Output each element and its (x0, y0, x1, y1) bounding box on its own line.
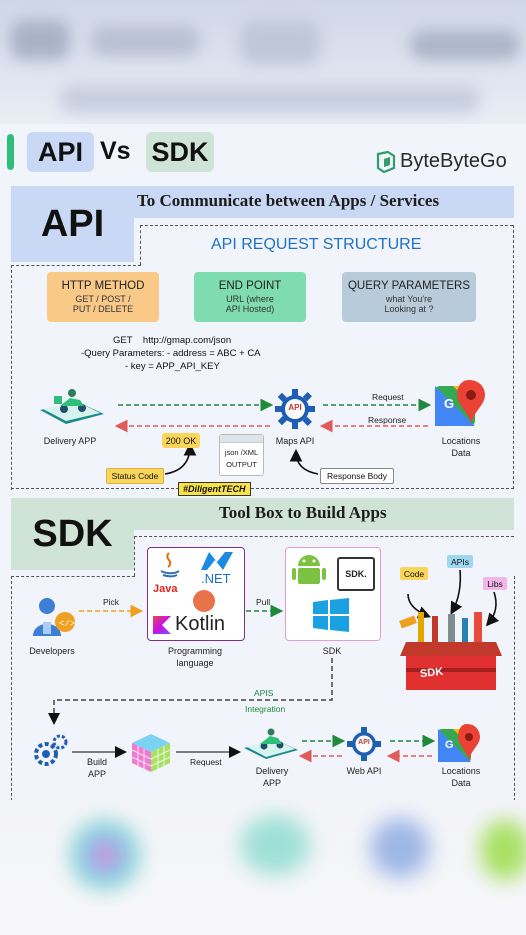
build-app-line1: Build (86, 757, 107, 767)
java-label: Java (153, 583, 178, 595)
sdk-card-label: SDK. (345, 569, 367, 579)
blurred-header-background (0, 0, 526, 124)
apis-tag: APIs (447, 555, 473, 568)
http-method-line1: GET / POST / (75, 294, 131, 304)
delivery-app-bottom-line2: APP (262, 778, 281, 788)
output-window: json /XML OUTPUT (219, 434, 264, 476)
maps-api-label: Maps API (275, 436, 315, 446)
web-api-badge: API (358, 739, 370, 746)
api-subtitle: To Communicate between Apps / Services (137, 191, 440, 210)
end-point-title: END POINT (218, 280, 282, 292)
api-frame-left (11, 265, 12, 490)
windows-icon (313, 598, 349, 632)
toolbox-icon: SDK (398, 612, 504, 692)
api-frame-mid (11, 265, 141, 266)
toolbox-label: SDK (419, 665, 444, 681)
svg-text:</>: </> (59, 619, 75, 629)
delivery-app-small-icon (240, 726, 302, 762)
example-request-line1: GET http://gmap.com/json (113, 335, 232, 346)
query-parameters-line2: Looking at ? (384, 304, 434, 314)
dotnet-icon (199, 550, 235, 572)
maps-api-gear-icon: API (274, 388, 316, 430)
sdk-subtitle: Tool Box to Build Apps (219, 503, 387, 522)
developer-icon: </> (29, 594, 77, 638)
output-line2: OUTPUT (226, 460, 257, 469)
end-point-line1: URL (where (226, 294, 274, 304)
developers-label: Developers (29, 646, 75, 656)
pull-label: Pull (256, 597, 271, 607)
sdk-card-icon: SDK. (337, 557, 375, 591)
bytebytego-logo-icon (376, 151, 396, 173)
locations-bottom-line2: Data (451, 778, 471, 788)
output-line1: json /XML (224, 448, 259, 457)
sdk-request-label: Request (190, 757, 222, 767)
programming-language-line2: language (176, 658, 214, 668)
locations-data-line2: Data (451, 448, 471, 458)
api-frame-top (140, 225, 513, 226)
status-code-badge: Status Code (106, 468, 164, 484)
query-parameters-title: QUERY PARAMETERS (347, 280, 471, 292)
google-maps-small-icon: G (438, 724, 480, 764)
delivery-app-bottom-line1: Delivery (255, 766, 289, 776)
sdk-frame-top (134, 536, 514, 537)
response-label: Response (368, 415, 407, 425)
blurred-footer-background (0, 800, 526, 935)
query-parameters-box: QUERY PARAMETERS what You're Looking at … (342, 272, 476, 322)
svg-text:G: G (444, 396, 454, 411)
api-section-label: API (11, 186, 134, 262)
sdk-frame-mid (11, 576, 135, 577)
apis-integration-line1: APIS (254, 688, 274, 698)
delivery-app-icon (34, 384, 108, 428)
query-parameters-line1: what You're (385, 294, 433, 304)
title-accent-bar (7, 134, 14, 170)
api-dashed-frame (11, 225, 514, 489)
http-method-title: HTTP METHOD (61, 280, 145, 292)
http-method-box: HTTP METHOD GET / POST / PUT / DELETE (47, 272, 159, 322)
example-request-line3: - key = APP_API_KEY (125, 361, 220, 372)
maps-api-badge: API (288, 403, 302, 412)
delivery-app-label: Delivery APP (43, 436, 97, 446)
http-method-line2: PUT / DELETE (72, 304, 134, 314)
request-label: Request (372, 392, 404, 402)
app-cube-icon (130, 732, 172, 774)
kotlin-label: Kotlin (175, 613, 226, 635)
google-maps-icon: G (435, 380, 485, 428)
brand-name: ByteByteGo (400, 150, 507, 172)
libs-tag: Libs (483, 577, 507, 590)
android-icon (292, 552, 326, 588)
code-tag: Code (400, 567, 428, 580)
title-vs: Vs (100, 137, 131, 165)
end-point-box: END POINT URL (where API Hosted) (194, 272, 306, 322)
sdk-section-label: SDK (11, 498, 134, 570)
web-api-gear-icon: API (346, 726, 382, 762)
end-point-line2: API Hosted) (225, 304, 275, 314)
pick-label: Pick (103, 597, 120, 607)
locations-bottom-line1: Locations (441, 766, 481, 776)
web-api-label: Web API (346, 766, 382, 776)
output-window-bar (220, 435, 263, 443)
response-body-badge: Response Body (320, 468, 394, 484)
kotlin-icon (153, 616, 171, 634)
settings-gears-icon (32, 734, 68, 770)
apis-integration-line2: Integration (245, 704, 286, 714)
sdk-frame-left-top (134, 536, 135, 576)
plugin-icon (193, 590, 215, 612)
example-request-line2: -Query Parameters: - address = ABC + CA (81, 348, 261, 359)
java-icon (157, 551, 183, 579)
api-frame-left-top (140, 225, 141, 265)
locations-data-line1: Locations (441, 436, 481, 446)
status-200-badge: 200 OK (162, 433, 200, 448)
sdk-label: SDK (322, 646, 342, 656)
title-api: API (27, 132, 94, 172)
dotnet-label: .NET (201, 571, 231, 586)
title-sdk: SDK (146, 132, 214, 172)
watermark-tag: #DiligentTECH (178, 482, 251, 496)
build-app-line2: APP (87, 769, 106, 779)
api-structure-title: API REQUEST STRUCTURE (211, 236, 422, 253)
programming-language-line1: Programming (167, 646, 223, 656)
svg-text:G: G (445, 739, 454, 751)
